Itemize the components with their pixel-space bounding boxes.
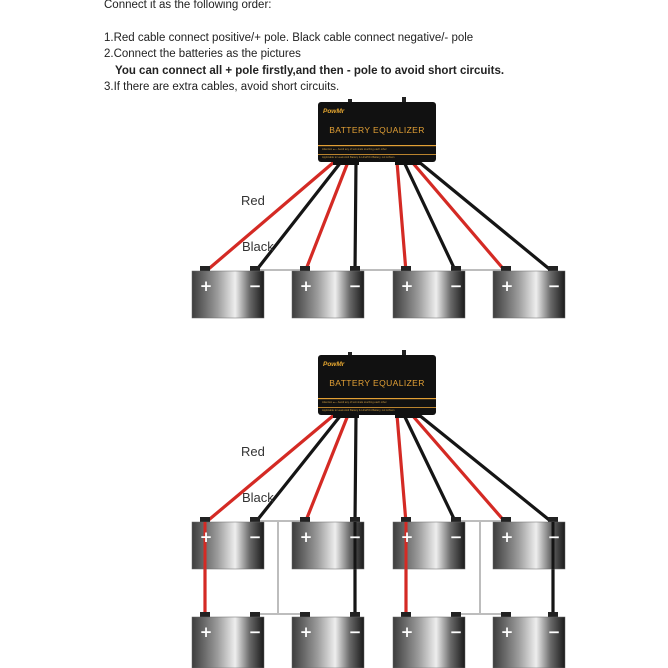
battery: + − <box>492 517 566 570</box>
device-brand: PowMr <box>323 108 345 115</box>
device-fine-print-2: Applicable to Lead-Acid Battery & LiFePO… <box>322 408 394 412</box>
positive-terminal-symbol: + <box>300 528 313 546</box>
negative-terminal-symbol: − <box>450 528 463 546</box>
battery: + − <box>291 612 365 668</box>
battery: + − <box>191 517 265 570</box>
positive-terminal-symbol: + <box>200 277 213 295</box>
red-cable-label: Red <box>241 444 265 459</box>
battery: + − <box>291 517 365 570</box>
positive-terminal-symbol: + <box>501 623 514 641</box>
device-fine-print-2: Applicable to Lead-Acid Battery & LiFePO… <box>322 155 394 159</box>
battery: + − <box>492 266 566 319</box>
negative-terminal-symbol: − <box>450 277 463 295</box>
positive-terminal-symbol: + <box>401 623 414 641</box>
positive-terminal-symbol: + <box>501 528 514 546</box>
negative-terminal-symbol: − <box>548 623 561 641</box>
device-fine-print-1: Attention ●— Avoid any of terminals touc… <box>322 400 387 404</box>
battery: + − <box>392 517 466 570</box>
positive-terminal-symbol: + <box>300 623 313 641</box>
negative-terminal-symbol: − <box>548 277 561 295</box>
positive-terminal-symbol: + <box>501 277 514 295</box>
negative-terminal-symbol: − <box>249 277 262 295</box>
negative-terminal-symbol: − <box>349 623 362 641</box>
battery-equalizer-device: PowMr BATTERY EQUALIZER Attention ●— Avo… <box>318 97 436 165</box>
negative-terminal-symbol: − <box>548 528 561 546</box>
cable-set-1 <box>203 160 555 274</box>
positive-terminal-symbol: + <box>401 277 414 295</box>
device-title: BATTERY EQUALIZER <box>329 378 425 388</box>
battery: + − <box>392 612 466 668</box>
negative-terminal-symbol: − <box>249 623 262 641</box>
battery: + − <box>392 266 466 319</box>
black-cable-label: Black <box>242 490 274 505</box>
device-brand: PowMr <box>323 361 345 368</box>
battery: + − <box>191 612 265 668</box>
diagram-four-batteries: PowMr BATTERY EQUALIZER Attention ●— Avo… <box>191 97 566 319</box>
negative-terminal-symbol: − <box>450 623 463 641</box>
instructions-step-2-note: You can connect all + pole firstly,and t… <box>115 64 505 77</box>
cable-set-2 <box>203 413 555 619</box>
instructions-step-2: 2.Connect the batteries as the pictures <box>104 48 301 60</box>
battery: + − <box>191 266 265 319</box>
positive-terminal-symbol: + <box>401 528 414 546</box>
instructions: Connect it as the following order: 1.Red… <box>104 0 504 96</box>
battery: + − <box>492 612 566 668</box>
positive-terminal-symbol: + <box>200 528 213 546</box>
device-title: BATTERY EQUALIZER <box>329 125 425 135</box>
positive-terminal-symbol: + <box>300 277 313 295</box>
battery: + − <box>291 266 365 319</box>
negative-terminal-symbol: − <box>349 277 362 295</box>
instructions-intro: Connect it as the following order: <box>104 0 272 11</box>
black-cable-label: Black <box>242 239 274 254</box>
negative-terminal-symbol: − <box>349 528 362 546</box>
device-body <box>318 355 436 415</box>
instructions-step-1: 1.Red cable connect positive/+ pole. Bla… <box>104 31 474 44</box>
battery-equalizer-device: PowMr BATTERY EQUALIZER Attention ●— Avo… <box>318 350 436 418</box>
device-fine-print-1: Attention ●— Avoid any of terminals touc… <box>322 147 387 151</box>
negative-terminal-symbol: − <box>249 528 262 546</box>
red-cable-label: Red <box>241 193 265 208</box>
device-body <box>318 102 436 162</box>
positive-terminal-symbol: + <box>200 623 213 641</box>
diagram-eight-batteries: PowMr BATTERY EQUALIZER Attention ●— Avo… <box>191 350 566 668</box>
instructions-step-3: 3.If there are extra cables, avoid short… <box>104 81 340 93</box>
